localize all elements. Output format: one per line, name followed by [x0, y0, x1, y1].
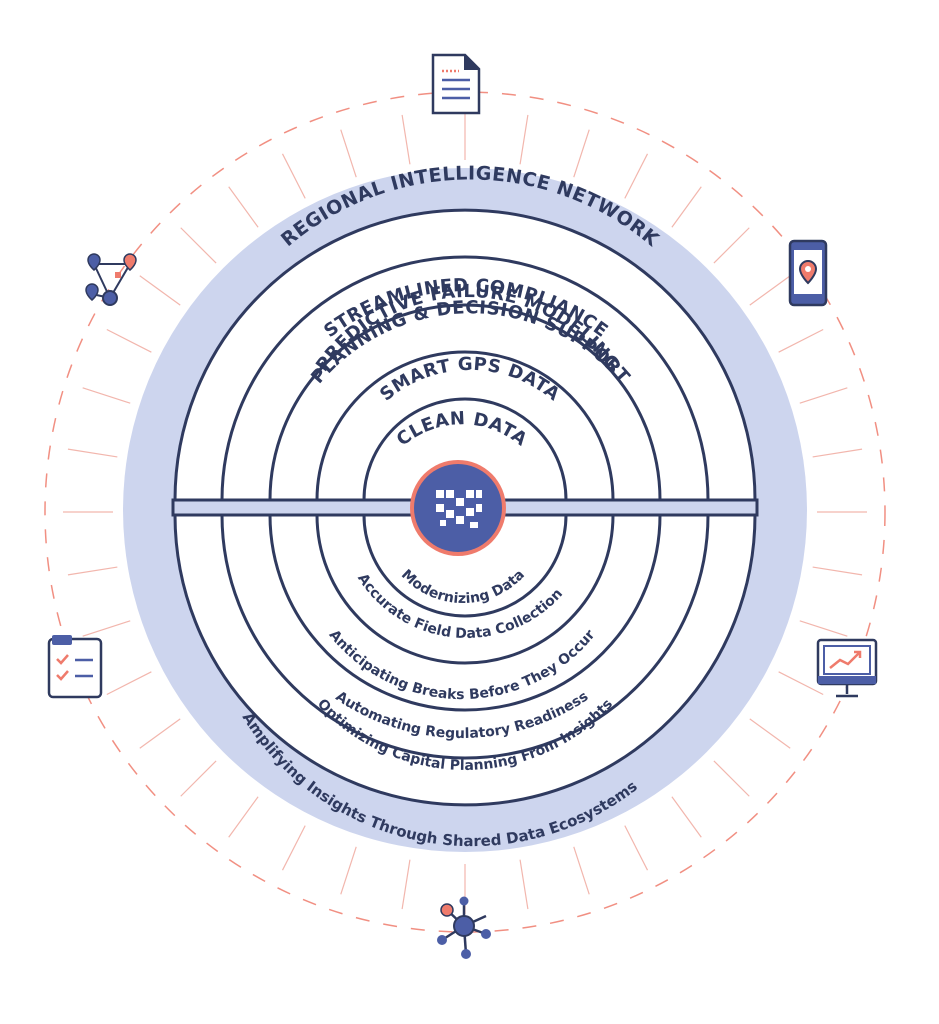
- upper-rings: [173, 208, 757, 502]
- ring-tick: [624, 153, 649, 199]
- ring-tick: [519, 859, 529, 910]
- ring-tick: [749, 718, 791, 749]
- pixel-wave-logo-icon: [410, 460, 506, 556]
- ring-tick: [671, 186, 702, 228]
- ring-tick: [624, 825, 649, 871]
- ring-tick: [139, 718, 181, 749]
- ring-tick: [778, 328, 824, 353]
- ring-tick: [812, 566, 863, 576]
- monitor-chart-icon: [816, 638, 878, 698]
- ring-tick: [401, 114, 411, 165]
- ring-tick: [671, 796, 702, 838]
- ring-tick: [778, 671, 824, 696]
- ring-tick: [82, 387, 131, 404]
- ring-tick: [812, 448, 863, 458]
- ring-tick: [281, 825, 306, 871]
- ring-tick: [519, 114, 529, 165]
- document-icon: [431, 53, 481, 115]
- ring-tick: [713, 227, 750, 264]
- ring-tick: [340, 846, 357, 895]
- ring-tick: [139, 275, 181, 306]
- mobile-map-pin-icon: [788, 239, 828, 307]
- ring-tick: [799, 620, 848, 637]
- ring-tick: [749, 275, 791, 306]
- network-hub-icon: [437, 896, 491, 959]
- outer-dashed-ring: [44, 91, 886, 933]
- map-route-pins-icon: [85, 253, 137, 306]
- ring-tick: [67, 566, 118, 576]
- ring-tick: [180, 227, 217, 264]
- ring-tick: [106, 328, 152, 353]
- checklist-icon: [47, 635, 103, 699]
- ring-tick: [573, 129, 590, 178]
- ring-tick: [573, 846, 590, 895]
- ring-tick: [228, 186, 259, 228]
- ring-tick: [401, 859, 411, 910]
- lower-rings: [173, 513, 757, 807]
- ring-tick: [82, 620, 131, 637]
- ring-tick: [281, 153, 306, 199]
- ring-tick: [340, 129, 357, 178]
- ring-tick: [713, 760, 750, 797]
- ring-tick: [67, 448, 118, 458]
- ring-tick: [228, 796, 259, 838]
- ring-tick: [106, 671, 152, 696]
- ring-tick: [180, 760, 217, 797]
- ring-tick: [799, 387, 848, 404]
